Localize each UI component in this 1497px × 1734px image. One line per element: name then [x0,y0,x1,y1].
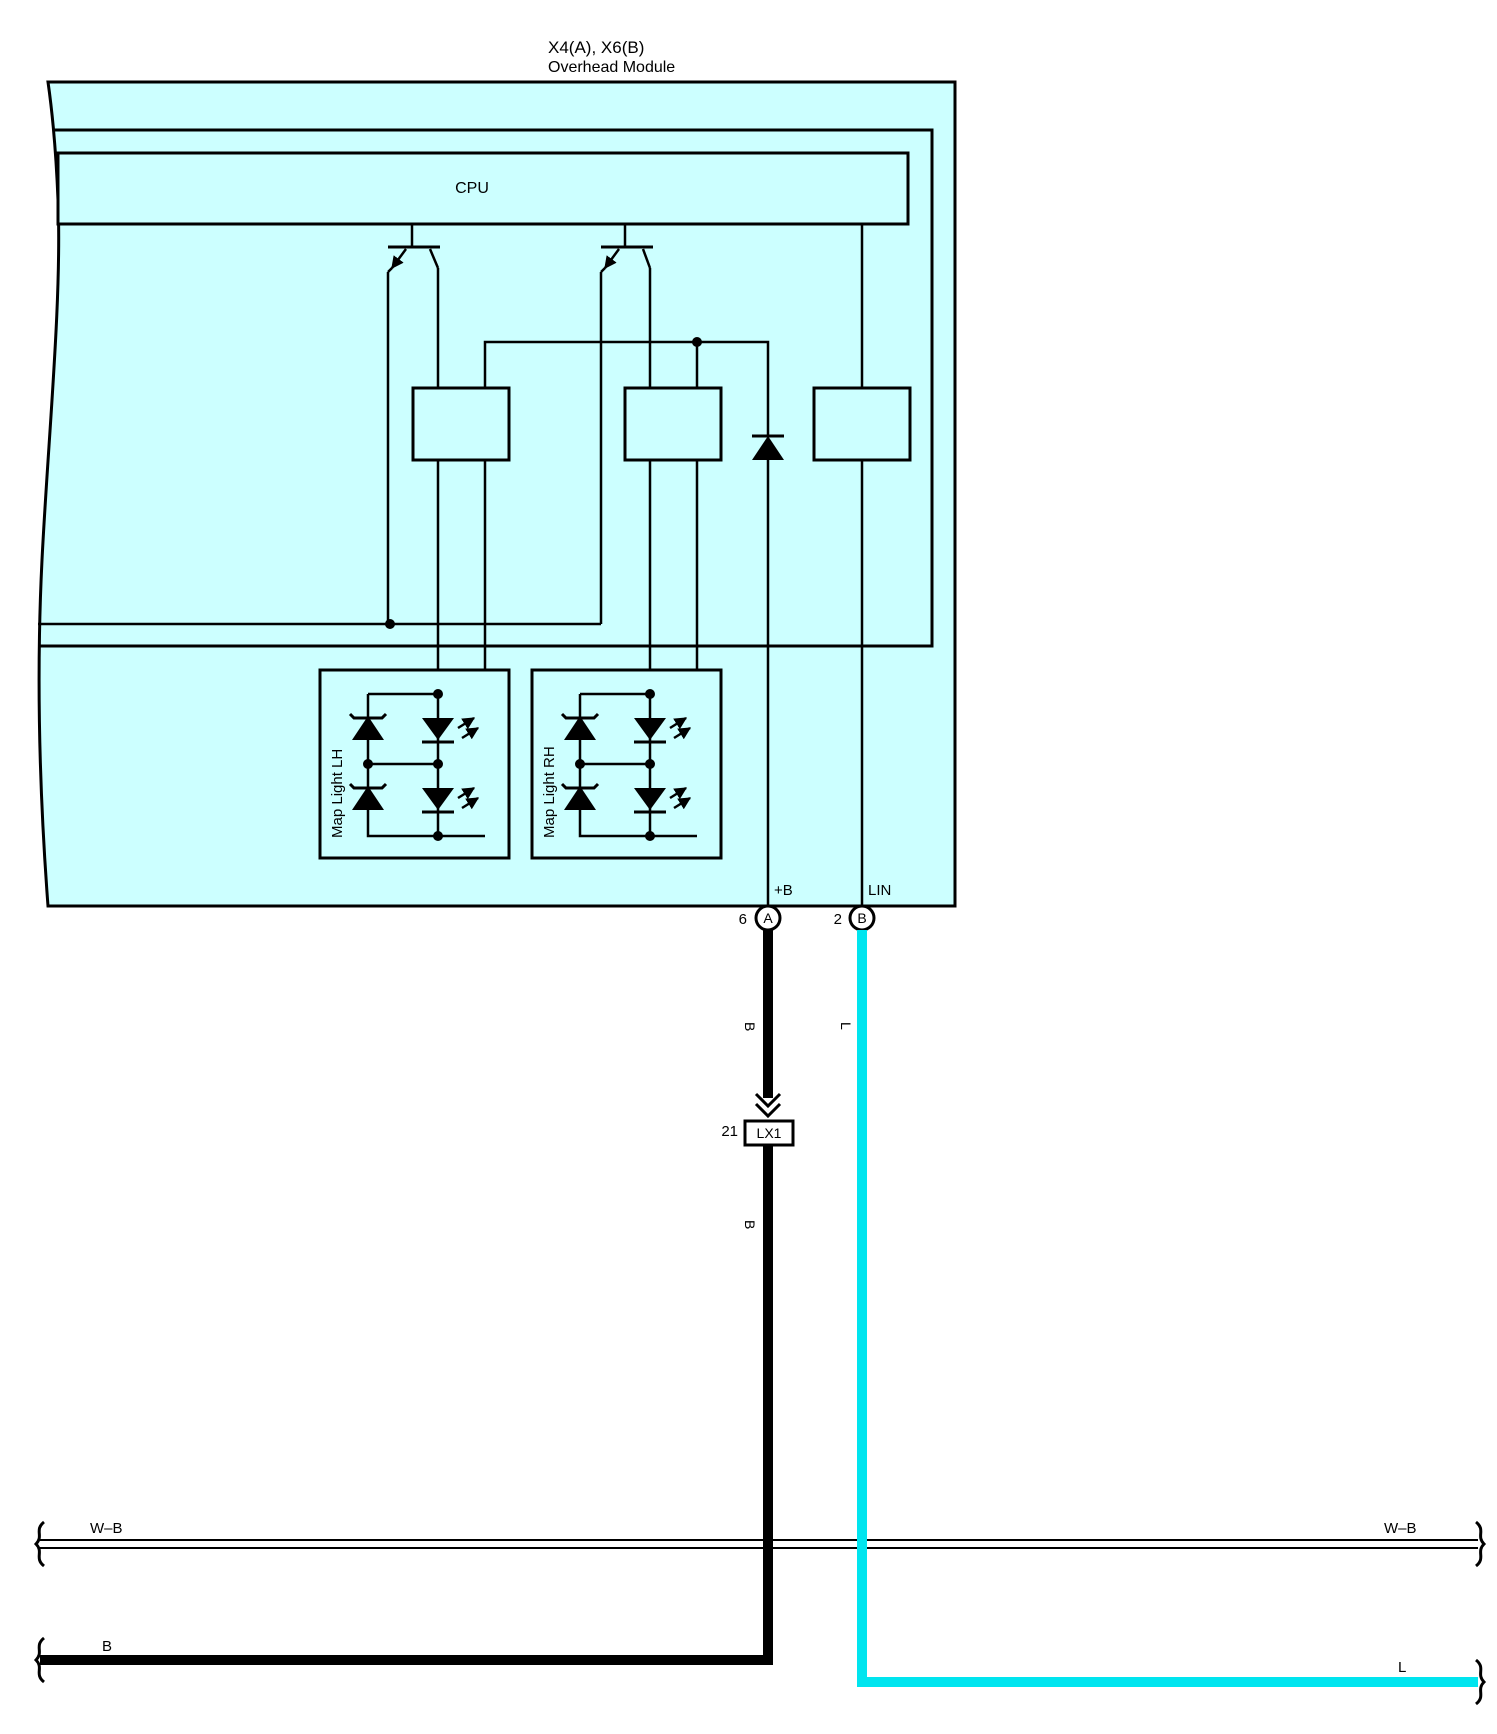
map-light-rh-label: Map Light RH [541,746,558,838]
junction-lx1: 21 LX1 [721,1119,795,1147]
cpu-block [56,151,910,226]
bus-b-left-label: B [102,1638,112,1655]
pin-plus-b-number: 6 [739,911,747,928]
wire-plus-b: B B B [33,930,782,1684]
wire-plus-b-upper-label: B [742,1022,758,1031]
wire-lin-label: L [838,1022,854,1030]
wire-plus-b-lower-label: B [742,1220,758,1229]
bus-wb: W–B W–B [33,1520,1487,1568]
bus-wb-left-label: W–B [90,1520,123,1537]
junction-pin-number: 21 [721,1123,738,1140]
driver-block-rh [623,386,723,462]
junction-label: LX1 [757,1125,782,1141]
overhead-module-body [37,80,957,908]
bus-wb-right-label: W–B [1384,1520,1417,1537]
module-name-label: Overhead Module [548,59,675,76]
map-light-lh-label: Map Light LH [329,749,346,838]
cpu-label: CPU [455,180,489,197]
driver-block-lh [411,386,511,462]
diode [752,434,784,918]
pin-lin: 2 B [834,904,876,932]
pin-lin-label: LIN [868,882,891,899]
pin-plus-b: 6 A [739,904,782,932]
pin-lin-connector: B [857,910,866,926]
pin-lin-number: 2 [834,911,842,928]
bus-l-right-label: L [1398,1659,1406,1676]
map-light-rh: Map Light RH [530,668,723,860]
pin-plus-b-label: +B [774,882,793,899]
lin-interface-block [812,386,912,462]
map-light-lh: Map Light LH [318,668,511,860]
wire-lin: L L [838,930,1487,1706]
pin-plus-b-connector: A [763,910,773,926]
module-connectors-label: X4(A), X6(B) [548,38,644,57]
transistor-1 [386,224,440,624]
transistor-2 [599,224,653,624]
